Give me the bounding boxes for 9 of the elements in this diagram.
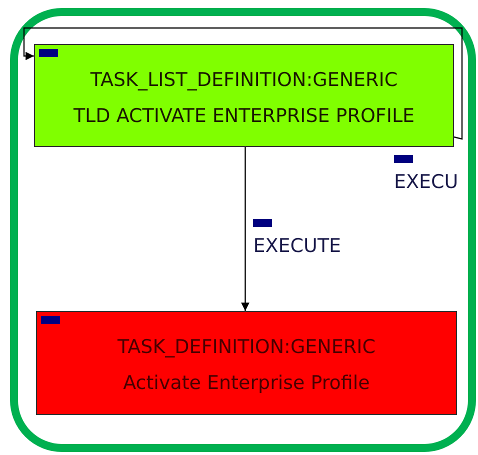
task-box <box>36 311 457 415</box>
arrow <box>23 27 463 140</box>
arrow <box>241 147 250 311</box>
container-frame <box>10 8 476 452</box>
node-type: TASK_LIST_DEFINITION:GENERIC <box>89 69 399 91</box>
node-title: Activate Enterprise Profile <box>122 372 371 394</box>
task-list-box <box>34 44 454 147</box>
node-title: TLD ACTIVATE ENTERPRISE PROFILE <box>72 105 416 127</box>
node-type: TASK_DEFINITION:GENERIC <box>116 336 376 358</box>
